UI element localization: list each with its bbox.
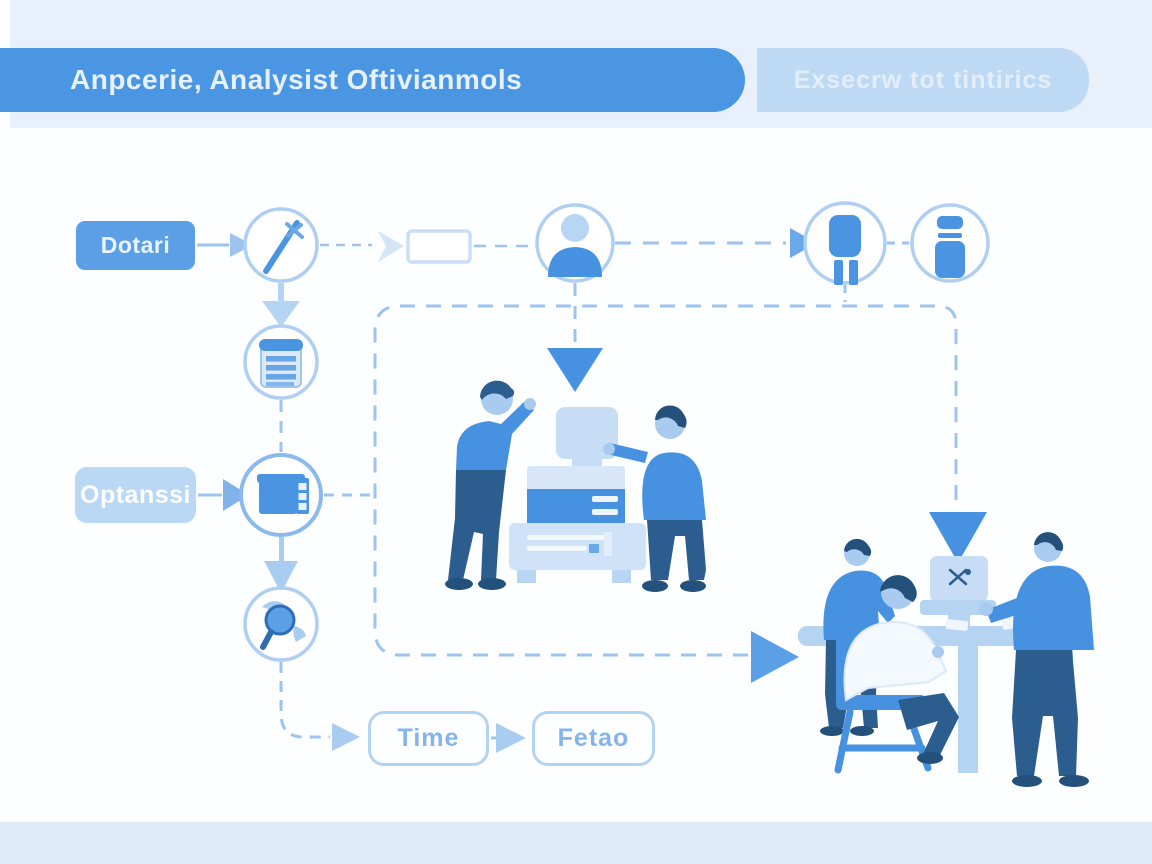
header-title-bar: Anpcerie, Analysist Oftivianmols <box>0 48 745 112</box>
arrowhead-right-icon <box>751 631 799 683</box>
person-right <box>603 405 706 592</box>
connector-lines <box>197 228 987 753</box>
arrowhead-right-icon <box>332 723 360 751</box>
person-standing-right <box>979 532 1094 787</box>
person-seated <box>834 575 959 774</box>
node-dotari: Dotari <box>76 221 195 270</box>
arrowhead-down-icon <box>262 301 300 327</box>
empty-node <box>406 229 472 264</box>
arrowhead-right-icon <box>223 479 249 511</box>
machine <box>509 407 646 583</box>
page-title: Anpcerie, Analysist Oftivianmols <box>70 64 523 95</box>
illustration-workers-at-machine <box>445 380 706 592</box>
node-fetao-label: Fetao <box>557 724 630 752</box>
node-time: Time <box>368 711 489 766</box>
step-window <box>239 453 323 537</box>
magnifier-icon <box>260 601 306 650</box>
chunky-arrow-icon <box>378 231 404 262</box>
arrowhead-down-icon <box>929 512 987 563</box>
illustration-team-at-table <box>798 532 1094 787</box>
person-left <box>445 380 536 590</box>
pencil-icon <box>263 220 304 274</box>
arrowhead-right-icon <box>230 233 253 257</box>
bottle-icon <box>935 216 965 278</box>
plug-icon <box>829 215 861 285</box>
node-optanssi: Optanssi <box>75 467 196 523</box>
step-plug <box>803 201 887 285</box>
arrowhead-right-icon <box>496 723 526 753</box>
step-bottle <box>910 203 990 283</box>
user-icon <box>548 214 602 277</box>
step-user <box>535 203 615 283</box>
window-icon <box>257 474 309 514</box>
bottom-background-strip <box>0 822 1152 864</box>
step-magnifier <box>243 586 319 662</box>
arrowhead-down-icon <box>547 348 603 392</box>
header-subtitle: Exsecrw tot tintirics <box>793 65 1053 94</box>
step-pencil <box>243 207 319 283</box>
node-fetao: Fetao <box>532 711 655 766</box>
arrowhead-down-icon <box>264 561 298 593</box>
document-icon <box>259 339 303 388</box>
header-subtitle-pill: Exsecrw tot tintirics <box>757 48 1089 112</box>
node-optanssi-label: Optanssi <box>80 480 191 509</box>
node-time-label: Time <box>397 724 460 752</box>
dashed-routing-path <box>373 304 958 657</box>
monitor-icon <box>920 556 996 630</box>
node-dotari-label: Dotari <box>100 232 171 258</box>
step-document <box>243 324 319 400</box>
